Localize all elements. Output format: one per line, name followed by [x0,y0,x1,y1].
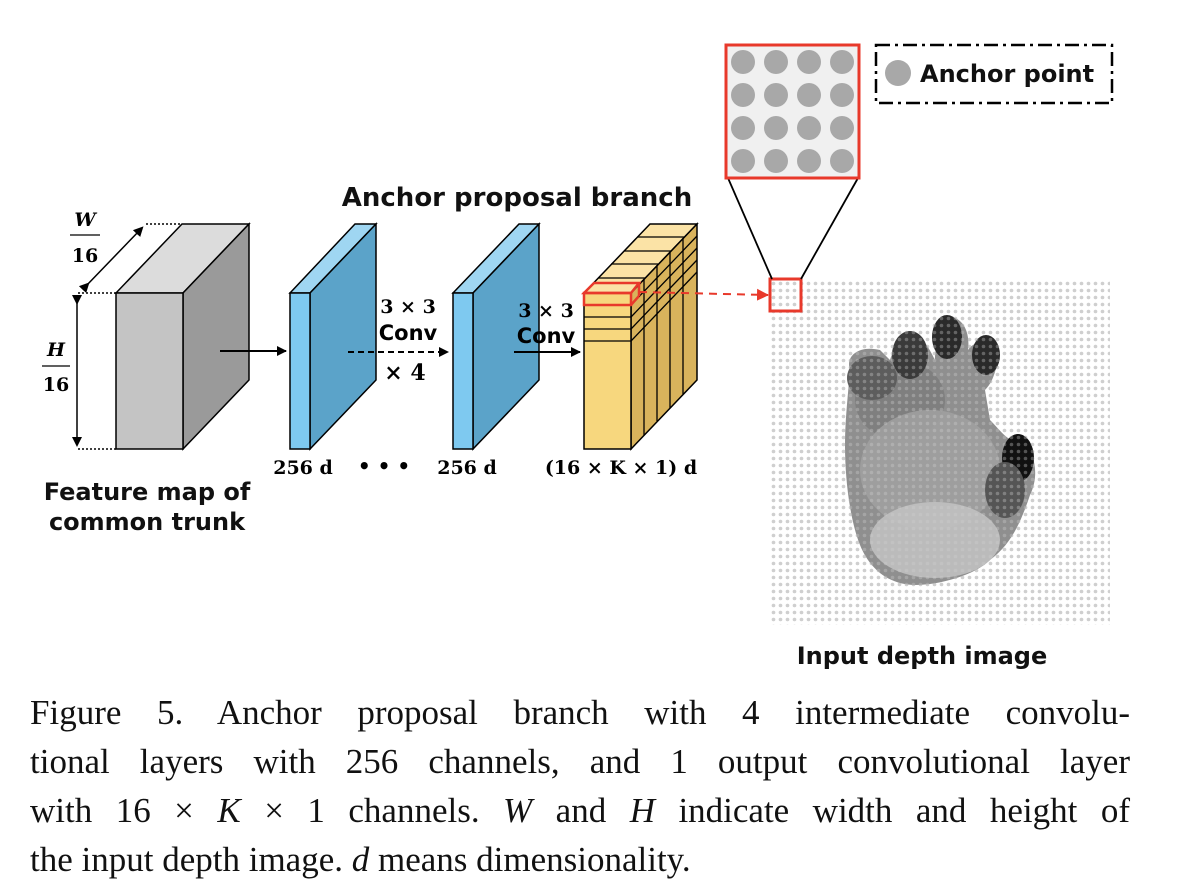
conv-a-repeat: × 4 [384,360,425,386]
caption-line-3: with 16 × K × 1 channels. W and H indica… [30,791,1130,830]
figure-caption: Figure 5. Anchor proposal branch with 4 … [30,688,1130,884]
conv-layer-2 [451,222,541,451]
dim-label-3: (16 × K × 1) d [545,457,697,479]
w-denominator: 16 [72,245,98,267]
ellipsis: • • • [358,454,410,478]
feature-map-label-2: common trunk [49,508,246,536]
caption-line-4: the input depth image. d means dimension… [30,840,691,879]
height-dimension: H 16 [42,295,116,450]
conv-b-size: 3 × 3 [518,300,574,322]
diagram: Anchor proposal branch W 16 H 16 Feature… [42,43,1114,670]
conv-a-label: Conv [379,321,438,345]
caption-line-2: tional layers with 256 channels, and 1 o… [30,742,1130,781]
depth-image [768,277,1110,625]
conv-layer-1 [288,222,378,451]
h-denominator: 16 [43,374,69,396]
branch-title: Anchor proposal branch [342,183,692,213]
dim-label-2: 256 d [437,457,497,479]
caption-line-1: Figure 5. Anchor proposal branch with 4 … [30,693,1130,732]
h-numerator: H [46,339,66,361]
anchor-point-icon [885,60,911,86]
conv-a-size: 3 × 3 [380,296,436,318]
legend: Anchor point [874,43,1114,105]
mapping-arrow [638,288,769,301]
feature-map-block [114,222,251,451]
output-layer [580,222,699,451]
legend-label: Anchor point [920,60,1094,88]
anchor-grid [731,50,854,173]
dim-label-1: 256 d [273,457,333,479]
w-numerator: W [74,209,97,231]
feature-map-label-1: Feature map of [44,478,251,506]
sampled-region [768,277,803,313]
depth-image-label: Input depth image [797,642,1048,670]
zoomed-patch [724,43,861,180]
hand-shape [770,280,1110,625]
width-dimension: W 16 [70,209,182,294]
conv-b-label: Conv [517,324,576,348]
